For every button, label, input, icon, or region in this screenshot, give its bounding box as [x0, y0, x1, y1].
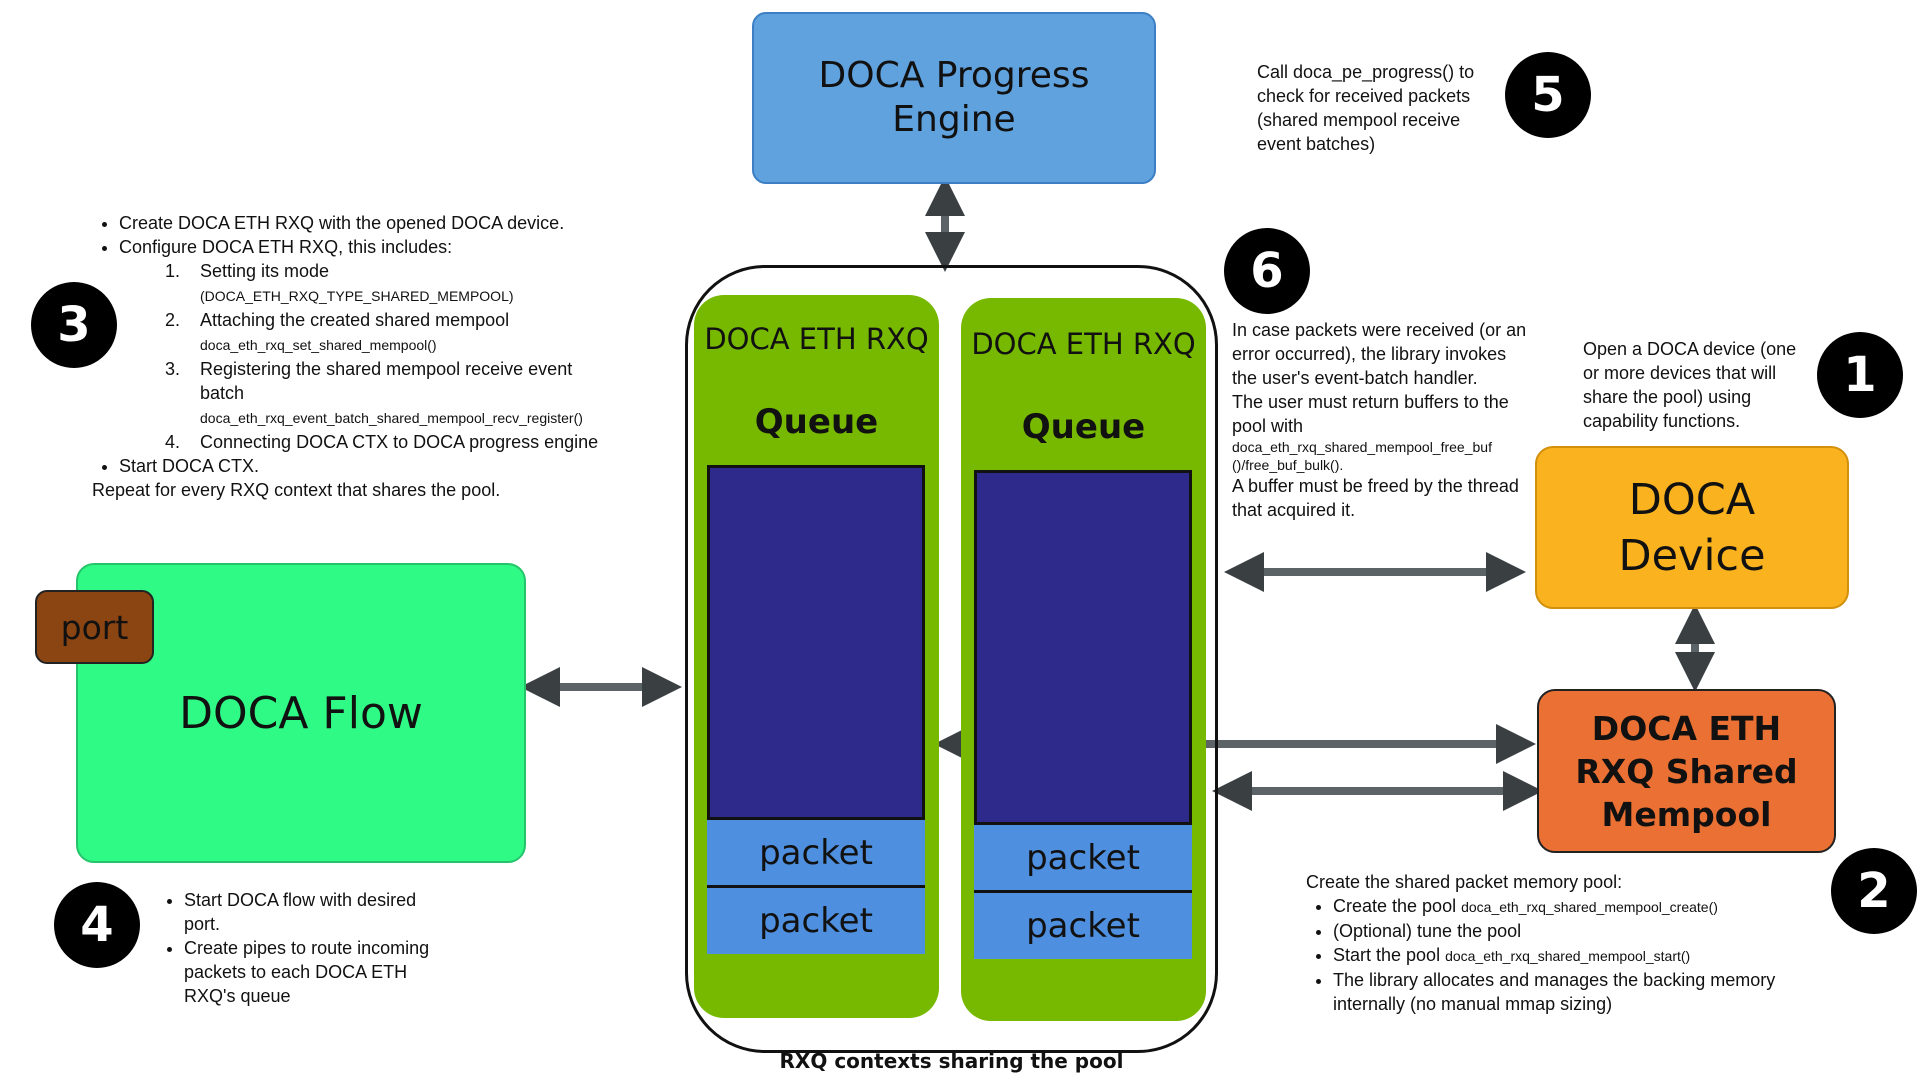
note-4-bullet-2: Create pipes to route incoming packets t… [184, 936, 457, 1008]
doca-device-label: DOCA Device [1618, 474, 1766, 581]
note-3-step-4-num: 4. [165, 432, 181, 452]
step-1-badge: 1 [1817, 332, 1903, 418]
note-3-tail: Repeat for every RXQ context that shares… [92, 480, 501, 500]
rxq-group-container [685, 265, 1218, 1053]
step-2-badge: 2 [1831, 848, 1917, 934]
port-box: port [35, 590, 154, 664]
note-6-para-1: In case packets were received (or an err… [1232, 320, 1527, 388]
note-6: In case packets were received (or an err… [1232, 318, 1532, 522]
doca-flow-label: DOCA Flow [179, 687, 423, 739]
rxq-1-packet-divider [707, 885, 925, 888]
note-6-para-2: The user must return buffers to the pool… [1232, 392, 1509, 436]
note-2-bullet-3-code: doca_eth_rxq_shared_mempool_start() [1445, 948, 1691, 964]
rxq-1-packet-2: packet [707, 888, 925, 954]
note-3-step-1-text: Setting its mode [200, 261, 330, 281]
step-3-badge: 3 [31, 282, 117, 368]
note-3-step-2-code: doca_eth_rxq_set_shared_mempool() [200, 337, 437, 353]
note-3-step-1-code: (DOCA_ETH_RXQ_TYPE_SHARED_MEMPOOL) [200, 288, 514, 304]
rxq-1-buffer [707, 465, 925, 820]
note-3-step-4-text: Connecting DOCA CTX to DOCA progress eng… [200, 432, 599, 452]
step-5-number: 5 [1531, 67, 1565, 123]
rxq-2-packet-2: packet [974, 893, 1192, 959]
rxq-2-queue-label: Queue [1021, 407, 1146, 447]
port-label: port [60, 607, 129, 647]
note-3-step-3: 3. Registering the shared mempool receiv… [165, 357, 652, 430]
note-5: Call doca_pe_progress() to check for rec… [1257, 62, 1475, 154]
rxq-2-packet-1: packet [974, 825, 1192, 890]
note-1: Open a DOCA device (one or more devices … [1583, 339, 1797, 431]
note-3-step-4: 4. Connecting DOCA CTX to DOCA progress … [165, 430, 652, 454]
note-3-bullet-1: Create DOCA ETH RXQ with the opened DOCA… [119, 211, 652, 235]
note-3-steps: 1. Setting its mode (DOCA_ETH_RXQ_TYPE_S… [92, 259, 652, 454]
doca-device-box: DOCA Device [1535, 446, 1849, 609]
note-2-bullet-1-code: doca_eth_rxq_shared_mempool_create() [1461, 899, 1718, 915]
note-3-step-3-num: 3. [165, 359, 181, 379]
note-4-bullet-1: Start DOCA flow with desired port. [184, 888, 457, 936]
rxq-group-caption: RXQ contexts sharing the pool [779, 1049, 1124, 1073]
note-3-bullet-3: Start DOCA CTX. [119, 454, 652, 478]
note-2-bullet-1: Create the pool doca_eth_rxq_shared_memp… [1333, 894, 1776, 919]
note-2-bullet-3: Start the pool doca_eth_rxq_shared_mempo… [1333, 943, 1776, 968]
note-2-bullet-4: The library allocates and manages the ba… [1333, 968, 1776, 1016]
rxq-1-queue-label: Queue [754, 402, 879, 442]
step-3-number: 3 [57, 297, 91, 353]
note-2-bullet-2: (Optional) tune the pool [1333, 919, 1776, 943]
note-6-para-3: A buffer must be freed by the thread tha… [1232, 476, 1519, 520]
note-2-bullet-1-text: Create the pool [1333, 896, 1462, 916]
rxq-2-packet-divider [974, 890, 1192, 893]
step-6-number: 6 [1250, 243, 1284, 299]
note-3-step-3-text: Registering the shared mempool receive e… [200, 359, 573, 403]
step-4-badge: 4 [54, 882, 140, 968]
step-1-number: 1 [1843, 347, 1877, 403]
shared-mempool-label: DOCA ETH RXQ Shared Mempool [1575, 708, 1798, 834]
note-3-bullet-2: Configure DOCA ETH RXQ, this includes: [119, 235, 652, 259]
note-3-step-1-num: 1. [165, 261, 181, 281]
note-3-step-2-num: 2. [165, 310, 181, 330]
note-2-bullet-3-text: Start the pool [1333, 945, 1446, 965]
note-2: Create the shared packet memory pool: Cr… [1306, 870, 1776, 1016]
note-3-step-3-code: doca_eth_rxq_event_batch_shared_mempool_… [200, 410, 583, 426]
note-3-bullet-2-text: Configure DOCA ETH RXQ, this includes: [119, 237, 453, 257]
note-2-head: Create the shared packet memory pool: [1306, 872, 1623, 892]
rxq-1-title: DOCA ETH RXQ [704, 322, 929, 356]
step-6-badge: 6 [1224, 228, 1310, 314]
note-3: Create DOCA ETH RXQ with the opened DOCA… [92, 211, 652, 502]
progress-engine-box: DOCA Progress Engine [752, 12, 1156, 184]
step-5-badge: 5 [1505, 52, 1591, 138]
shared-mempool-box: DOCA ETH RXQ Shared Mempool [1537, 689, 1836, 853]
rxq-1-packet-1: packet [707, 820, 925, 885]
progress-engine-label: DOCA Progress Engine [818, 55, 1090, 140]
step-2-number: 2 [1857, 863, 1891, 919]
note-4: Start DOCA flow with desired port. Creat… [157, 888, 457, 1008]
rxq-2-buffer [974, 470, 1192, 825]
step-4-number: 4 [80, 897, 114, 953]
note-3-step-1: 1. Setting its mode (DOCA_ETH_RXQ_TYPE_S… [165, 259, 652, 308]
rxq-2-title: DOCA ETH RXQ [971, 327, 1196, 361]
note-3-step-2: 2. Attaching the created shared mempool … [165, 308, 652, 357]
note-3-step-2-text: Attaching the created shared mempool [200, 310, 510, 330]
note-6-code: doca_eth_rxq_shared_mempool_free_buf ()/… [1232, 439, 1492, 473]
